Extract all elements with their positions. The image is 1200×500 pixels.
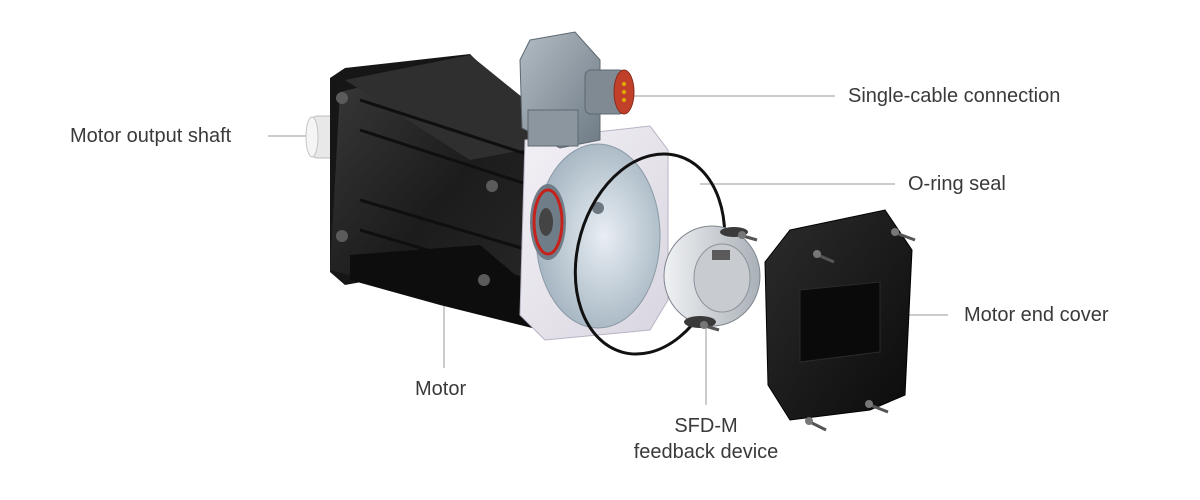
motor-end-cover	[764, 209, 916, 432]
label-o-ring-seal: O-ring seal	[908, 173, 1006, 195]
motor-body	[330, 54, 575, 330]
motor-rear-flange	[519, 125, 669, 341]
label-sfd-m-line1: SFD-M	[674, 415, 738, 437]
label-sfd-m-line2: feedback device	[633, 441, 779, 463]
label-motor-output-shaft: Motor output shaft	[70, 125, 232, 147]
sfd-m-feedback-device	[663, 225, 761, 332]
label-motor: Motor	[415, 378, 467, 400]
label-motor-end-cover: Motor end cover	[964, 304, 1109, 326]
single-cable-connector	[519, 31, 635, 149]
label-single-cable-connection: Single-cable connection	[848, 85, 1061, 107]
